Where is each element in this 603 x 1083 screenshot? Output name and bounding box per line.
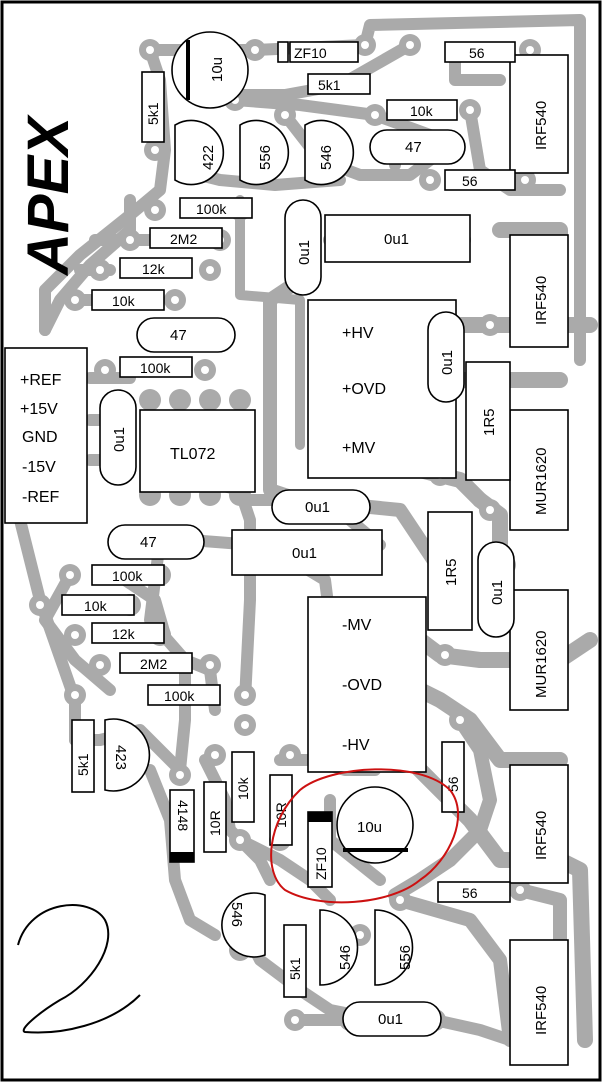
irf540-1: IRF540 — [533, 101, 550, 150]
r10k-2: 10k — [112, 293, 136, 309]
highlight-circle — [270, 768, 460, 904]
r56-1: 56 — [469, 45, 485, 61]
capacitors: 47 47 47 0u1 0u1 0u1 0u1 0u1 0u1 0u1 0u1… — [99, 31, 515, 1037]
r5k1-1: 5k1 — [318, 77, 341, 93]
cap-0u1-7: 0u1 — [489, 580, 506, 605]
pin-minus-15v: -15V — [22, 459, 56, 476]
ic-tl072: TL072 — [139, 409, 256, 493]
r5k1-4: 5k1 — [287, 957, 303, 980]
r47-3: 47 — [140, 534, 157, 551]
cap-0u1-8: 0u1 — [378, 1011, 403, 1028]
connector-bottom: -MV -OVD -HV — [307, 596, 427, 773]
r2m2-2: 2M2 — [140, 656, 167, 672]
pin-minus-ref: -REF — [22, 489, 60, 506]
r10k-4: 10k — [235, 776, 251, 800]
r10r-1: 10R — [207, 810, 223, 836]
conn-minus-hv: -HV — [342, 737, 370, 754]
transistor-546-top: 546 — [318, 145, 335, 170]
handwritten-two — [17, 904, 141, 1034]
cap-0u1-3: 0u1 — [439, 350, 456, 375]
transistor-423: 423 — [112, 745, 129, 770]
pin-plus-15v: +15V — [20, 401, 58, 418]
irf540-2: IRF540 — [533, 276, 550, 325]
r1r5-top: 1R5 — [481, 408, 498, 436]
zf10-top: ZF10 — [294, 45, 327, 61]
transistor-422: 422 — [200, 145, 217, 170]
r5k1-2: 5k1 — [145, 102, 161, 125]
mur1620-2: MUR1620 — [533, 630, 550, 698]
power-header-box — [4, 347, 88, 524]
conn-minus-mv: -MV — [342, 617, 372, 634]
conn-plus-hv: +HV — [342, 325, 374, 342]
zf10-bottom: ZF10 — [313, 847, 329, 880]
cap-10u-bottom: 10u — [357, 819, 382, 836]
cap-0u1-5: 0u1 — [305, 499, 330, 516]
r10k-1: 10k — [410, 103, 434, 119]
power-devices: IRF540 IRF540 MUR1620 MUR1620 IRF540 IRF… — [427, 54, 569, 1066]
cap-10u-top: 10u — [209, 57, 226, 82]
r12k-1: 12k — [142, 261, 166, 277]
mur1620-1: MUR1620 — [533, 447, 550, 515]
r100k-2: 100k — [140, 360, 171, 376]
apex-logo: APEX — [16, 114, 81, 277]
irf540-3: IRF540 — [533, 811, 550, 860]
r5k1-3: 5k1 — [75, 753, 91, 776]
cap-0u1-1: 0u1 — [296, 240, 313, 265]
conn-plus-mv: +MV — [342, 440, 376, 457]
transistor-556-bottom: 556 — [397, 945, 414, 970]
ic-tl072-label: TL072 — [170, 446, 215, 463]
r10k-3: 10k — [84, 598, 108, 614]
r47-1: 47 — [405, 139, 422, 156]
r100k-3: 100k — [112, 568, 143, 584]
r1r5-bottom: 1R5 — [443, 558, 460, 586]
conn-minus-ovd: -OVD — [342, 677, 382, 694]
r100k-4: 100k — [164, 688, 195, 704]
transistor-546-bottom: 546 — [337, 945, 354, 970]
pin-plus-ref: +REF — [20, 372, 62, 389]
pin-gnd: GND — [22, 429, 58, 446]
resistors-vertical: 5k1 5k1 10k 10R 10R 56 5k1 4148 ZF10 — [71, 71, 465, 998]
r47-2: 47 — [170, 327, 187, 344]
diode-4148: 4148 — [175, 800, 191, 831]
r100k-1: 100k — [196, 201, 227, 217]
transistor-546-left: 546 — [228, 902, 245, 927]
resistors: 56 ZF10 5k1 10k 56 100k 2M2 12k 10k 100k… — [61, 41, 516, 903]
r56-2: 56 — [462, 173, 478, 189]
r56-4: 56 — [445, 776, 461, 792]
transistors: 422 556 546 423 546 546 556 — [104, 119, 414, 986]
conn-plus-ovd: +OVD — [342, 381, 386, 398]
irf540-4: IRF540 — [533, 986, 550, 1035]
r12k-2: 12k — [112, 626, 136, 642]
cap-0u1-4: 0u1 — [111, 427, 128, 452]
cap-0u1-6: 0u1 — [292, 545, 317, 562]
r56-3: 56 — [462, 885, 478, 901]
r2m2-1: 2M2 — [170, 231, 197, 247]
transistor-556-top: 556 — [257, 145, 274, 170]
power-header: +REF +15V GND -15V -REF — [4, 347, 88, 524]
cap-0u1-2: 0u1 — [384, 231, 409, 248]
